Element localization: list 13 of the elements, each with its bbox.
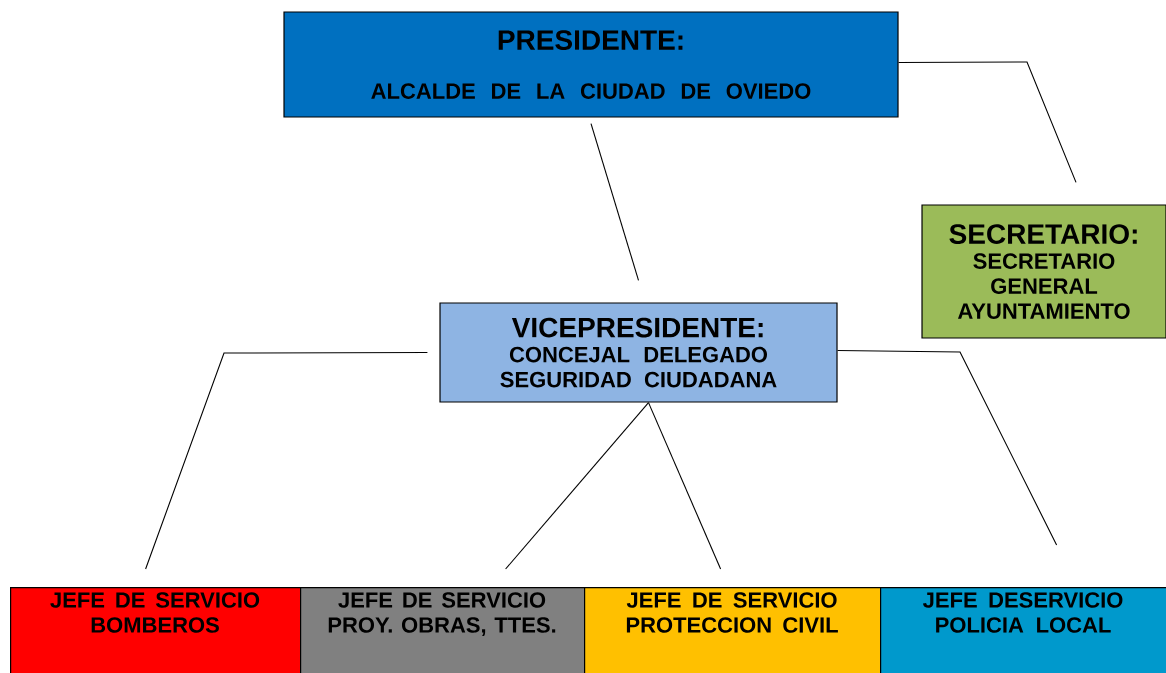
connector-line (505, 402, 650, 570)
connector-line (590, 123, 640, 281)
service-box: JEFE DE SERVICIO PROTECCION CIVIL (584, 587, 882, 673)
connector-line (647, 402, 722, 570)
service-box: JEFE DE SERVICIO PROY. OBRAS, TTES. (300, 587, 586, 673)
connector-line (837, 349, 1058, 546)
service-box: JEFE DE SERVICIO BOMBEROS (10, 587, 302, 673)
secretary-box: SECRETARIO: SECRETARIO GENERAL AYUNTAMIENTO (921, 204, 1166, 339)
president-box: PRESIDENTE: ALCALDE DE LA CIUDAD DE OVIEDO (283, 11, 899, 118)
vice-president-box: VICEPRESIDENTE: CONCEJAL DELEGADO SEGURIDAD CIUDADANA (439, 302, 838, 403)
connector-line (145, 351, 428, 570)
service-box: JEFE DESERVICIO POLICIA LOCAL (880, 587, 1166, 673)
connector-line (898, 61, 1077, 183)
